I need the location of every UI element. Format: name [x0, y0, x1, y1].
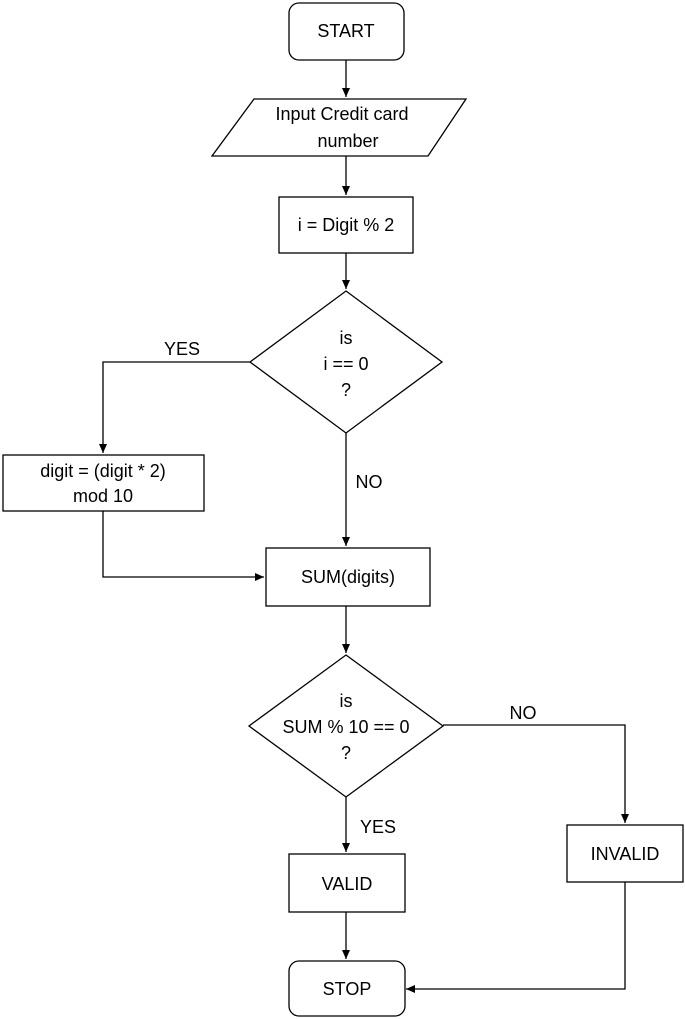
- input-label-line2: number: [317, 131, 378, 151]
- decision2-label-line2: SUM % 10 == 0: [282, 717, 409, 737]
- valid-label: VALID: [322, 874, 373, 894]
- start-node: START: [288, 2, 405, 61]
- sum-label: SUM(digits): [301, 567, 395, 587]
- edge-label-d1-no: NO: [356, 472, 383, 492]
- decision1-label-line2: i == 0: [323, 354, 368, 374]
- valid-node: VALID: [288, 853, 406, 913]
- double-label-line1: digit = (digit * 2): [40, 461, 166, 481]
- stop-node: STOP: [288, 960, 406, 1017]
- decision1-node: is i == 0 ?: [248, 290, 444, 434]
- parity-label: i = Digit % 2: [298, 215, 395, 235]
- double-digit-node: digit = (digit * 2) mod 10: [2, 454, 205, 512]
- edge-decision2-no: [443, 724, 629, 823]
- input-label-line1: Input Credit card: [275, 104, 408, 124]
- input-node: Input Credit card number: [210, 98, 468, 157]
- double-label-line2: mod 10: [73, 486, 133, 506]
- start-label: START: [317, 21, 374, 41]
- decision2-node: is SUM % 10 == 0 ?: [247, 654, 445, 798]
- edge-label-d2-no: NO: [510, 703, 537, 723]
- edge-double-to-sum: [102, 511, 264, 581]
- stop-label: STOP: [323, 979, 372, 999]
- decision2-label-line1: is: [340, 691, 353, 711]
- decision1-label-line1: is: [340, 328, 353, 348]
- connectors: [99, 60, 629, 993]
- edge-decision1-yes: [99, 361, 250, 453]
- edge-label-d1-yes: YES: [164, 339, 200, 359]
- edge-invalid-to-stop: [406, 882, 626, 993]
- sum-node: SUM(digits): [265, 547, 431, 607]
- invalid-node: INVALID: [566, 824, 684, 883]
- decision1-label-line3: ?: [341, 380, 351, 400]
- parity-node: i = Digit % 2: [278, 196, 414, 254]
- edge-label-d2-yes: YES: [360, 817, 396, 837]
- decision2-label-line3: ?: [341, 743, 351, 763]
- invalid-label: INVALID: [591, 844, 660, 864]
